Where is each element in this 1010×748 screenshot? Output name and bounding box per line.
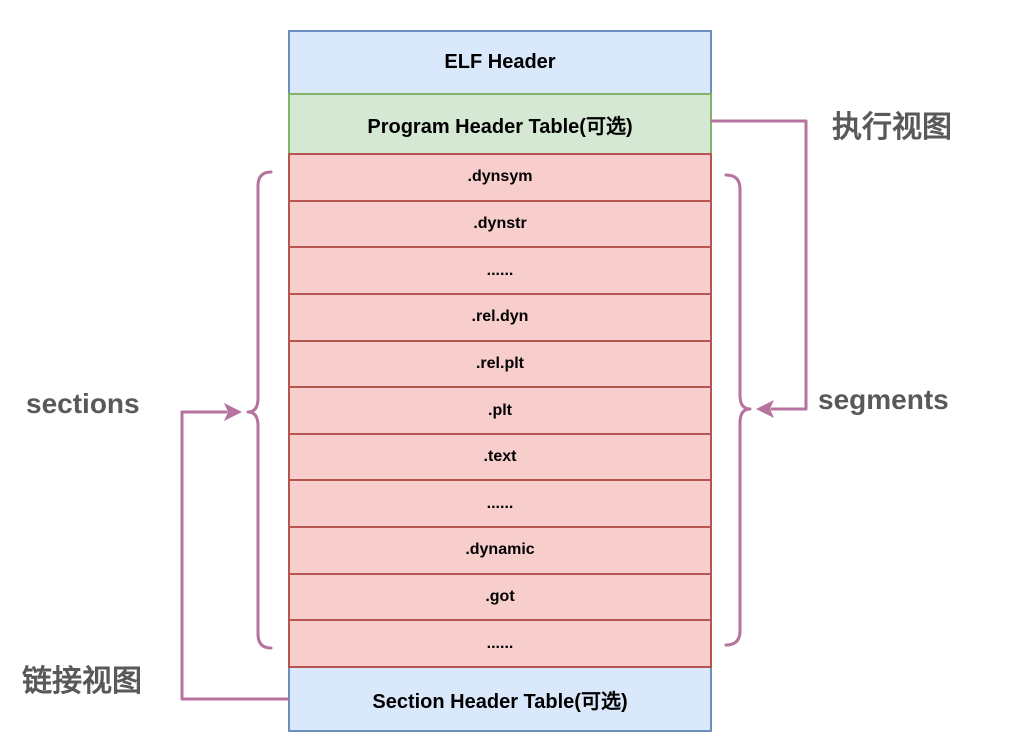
section-header-table-box: Section Header Table(可选) (288, 666, 712, 732)
sections-stack: .dynsym .dynstr ...... .rel.dyn .rel.plt… (288, 153, 712, 669)
sections-connector-line (180, 410, 290, 701)
label-segments: segments (818, 384, 949, 415)
label-link-view: 链接视图 (22, 665, 142, 698)
section-row-dynstr: .dynstr (288, 199, 712, 249)
segments-arrowhead-icon (756, 400, 774, 418)
segments-connector-line (710, 119, 808, 411)
sections-arrowhead-icon (224, 403, 242, 421)
section-row-dynamic: .dynamic (288, 526, 712, 575)
section-row-text: .text (288, 432, 712, 482)
section-row-plt: .plt (288, 386, 712, 435)
right-brace-icon (724, 173, 752, 647)
section-row-rel-dyn: .rel.dyn (288, 292, 712, 342)
section-row-ellipsis-3: ...... (288, 619, 712, 669)
section-row-dynsym: .dynsym (288, 153, 712, 202)
section-row-ellipsis-1: ...... (288, 246, 712, 295)
left-brace-icon (246, 170, 273, 650)
section-row-ellipsis-2: ...... (288, 479, 712, 529)
elf-layout-stack: ELF Header Program Header Table(可选) .dyn… (288, 30, 712, 732)
label-exec-view: 执行视图 (832, 111, 952, 144)
label-sections: sections (26, 388, 140, 419)
program-header-table-box: Program Header Table(可选) (288, 93, 712, 155)
elf-header-box: ELF Header (288, 30, 712, 95)
section-row-rel-plt: .rel.plt (288, 339, 712, 389)
section-row-got: .got (288, 572, 712, 622)
